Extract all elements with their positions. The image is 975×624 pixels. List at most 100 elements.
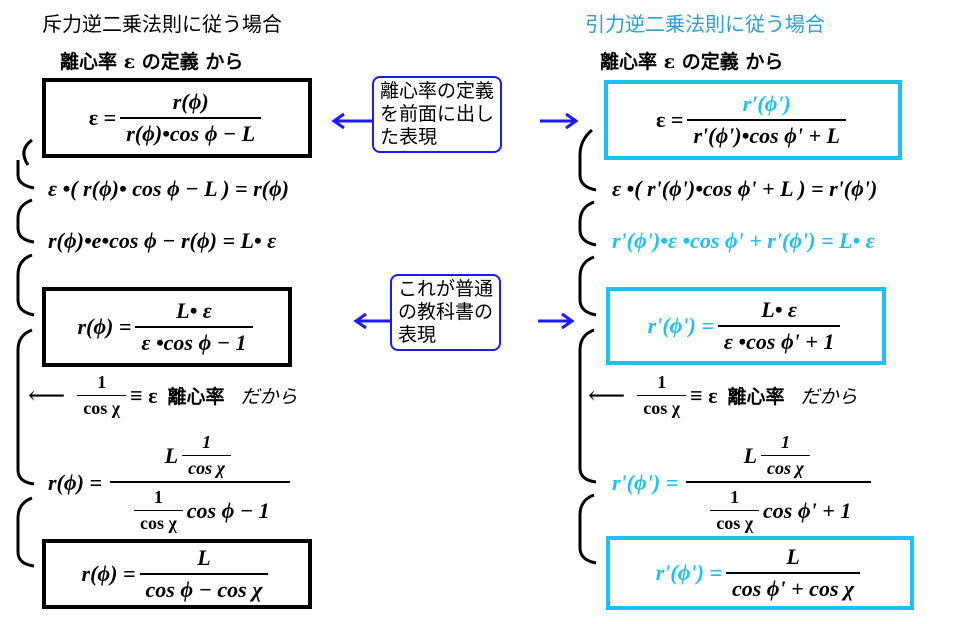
sub-fraction: 1 cos χ xyxy=(182,432,231,479)
equiv-text: ≡ ε xyxy=(690,382,718,408)
flow-arrow-r3 xyxy=(578,255,597,317)
reason-fraction: 1 cos χ xyxy=(637,372,687,419)
L: L xyxy=(164,442,179,468)
den-text: cos ϕ' + 1 xyxy=(763,497,852,523)
reason-kanji: 離心率 xyxy=(727,386,785,408)
note-arrow-right-2 xyxy=(538,312,575,330)
denominator: r'(ϕ')•cos ϕ' + L xyxy=(687,119,846,149)
note-definition-front: 離心率の定義 を前面に出し た表現 xyxy=(372,76,503,153)
right-eq-step2: ε •( r'(ϕ')•cos ϕ' + L ) = r'(ϕ') xyxy=(612,176,877,202)
flow-arrow-2 xyxy=(16,198,35,244)
numerator: L xyxy=(197,545,211,570)
fraction: r'(ϕ') r'(ϕ')•cos ϕ' + L xyxy=(687,91,846,149)
numerator: 1 xyxy=(657,372,667,392)
numerator: L 1 cos χ xyxy=(159,432,241,481)
right-eq-substituted: r'(ϕ') = L 1 cos χ 1 cos χ cos ϕ' + 1 xyxy=(612,432,875,534)
n: 1 xyxy=(730,487,740,507)
fraction: L 1 cos χ 1 cos χ cos ϕ' + 1 xyxy=(686,432,872,534)
reason-kanji: 離心率 xyxy=(167,386,225,408)
fraction: L cos ϕ − cos χ xyxy=(139,545,269,603)
numerator: 1 xyxy=(97,372,107,392)
denominator: cos ϕ − cos χ xyxy=(139,573,269,603)
flow-arrow-1 xyxy=(16,138,35,190)
denominator: cos χ xyxy=(77,395,127,419)
d: cos χ xyxy=(182,455,231,479)
lhs: r'(ϕ') = xyxy=(612,470,679,495)
left-eq-step2: ε •( r(ϕ)• cos ϕ − L ) = r(ϕ) xyxy=(48,176,289,202)
d: cos χ xyxy=(710,510,760,534)
flow-arrow-r4 xyxy=(578,328,597,484)
reason-tail: だから xyxy=(800,386,858,408)
lhs: r'(ϕ') = xyxy=(647,313,714,338)
note-arrow-right-1 xyxy=(540,112,579,130)
flow-arrow-5 xyxy=(16,496,35,568)
denominator: cos ϕ' + cos χ xyxy=(725,572,861,602)
equiv-text: ≡ ε xyxy=(130,382,158,408)
reason-tail: だから xyxy=(240,386,298,408)
numerator: L• ε xyxy=(761,297,797,322)
note-arrow-left-1 xyxy=(331,112,372,130)
right-subtitle: 離心率 ε の定義 から xyxy=(600,51,784,73)
fraction: L cos ϕ' + cos χ xyxy=(725,544,861,602)
right-title: 引力逆二乗法則に従う場合 xyxy=(585,12,825,36)
reason-fraction: 1 cos χ xyxy=(77,372,127,419)
fraction: L• ε ε •cos ϕ' + 1 xyxy=(717,297,841,355)
right-eq-final: r'(ϕ') = L cos ϕ' + cos χ xyxy=(606,536,914,610)
right-eq-textbook: r'(ϕ') = L• ε ε •cos ϕ' + 1 xyxy=(606,287,886,365)
flow-arrow-3 xyxy=(16,253,35,317)
numerator: L xyxy=(786,544,800,569)
d: cos χ xyxy=(761,455,810,479)
denominator: ε •cos ϕ' + 1 xyxy=(717,325,841,355)
fraction: L• ε ε •cos ϕ − 1 xyxy=(135,298,253,356)
lhs: r(ϕ) = xyxy=(81,561,136,586)
left-subtitle: 離心率 ε の定義 から xyxy=(60,51,244,73)
fraction: r(ϕ) r(ϕ)•cos ϕ − L xyxy=(120,89,262,147)
denominator: r(ϕ)•cos ϕ − L xyxy=(120,117,262,147)
arrow-left-icon: ⟵ xyxy=(588,380,626,411)
right-reason: ⟵ 1 cos χ ≡ ε 離心率 だから xyxy=(588,372,858,419)
lhs: r(ϕ) = xyxy=(48,470,102,495)
sub-fraction: 1 cos χ xyxy=(710,487,760,534)
right-eq-step3: r'(ϕ')•ε •cos ϕ' + r'(ϕ') = L• ε xyxy=(612,228,875,254)
denominator: 1 cos χ cos ϕ' + 1 xyxy=(686,481,872,534)
left-eq-textbook: r(ϕ) = L• ε ε •cos ϕ − 1 xyxy=(42,287,292,367)
d: cos χ xyxy=(133,510,183,534)
den-text: cos ϕ − 1 xyxy=(186,497,270,523)
n: 1 xyxy=(202,432,212,452)
numerator: r(ϕ) xyxy=(172,89,209,114)
equation-text: ε •( r'(ϕ')•cos ϕ' + L ) = r'(ϕ') xyxy=(612,176,878,201)
flow-arrow-r2 xyxy=(578,200,597,247)
numerator: L• ε xyxy=(176,298,212,323)
left-eq-final: r(ϕ) = L cos ϕ − cos χ xyxy=(42,539,312,609)
note-textbook: これが普通 の教科書の 表現 xyxy=(390,274,502,351)
arrow-left-icon: ⟵ xyxy=(28,380,66,411)
equation-text: r'(ϕ')•ε •cos ϕ' + r'(ϕ') = L• ε xyxy=(612,228,875,253)
left-reason: ⟵ 1 cos χ ≡ ε 離心率 だから xyxy=(28,372,298,419)
left-eq-definition: ε = r(ϕ) r(ϕ)•cos ϕ − L xyxy=(42,78,312,158)
note-arrow-left-2 xyxy=(353,312,390,330)
lhs: r'(ϕ') = xyxy=(655,560,722,585)
lhs: r(ϕ) = xyxy=(77,314,132,339)
flow-arrow-4 xyxy=(16,328,35,486)
denominator: cos χ xyxy=(637,395,687,419)
left-title: 斥力逆二乗法則に従う場合 xyxy=(42,12,282,36)
denominator: ε •cos ϕ − 1 xyxy=(135,326,253,356)
right-eq-definition: ε = r'(ϕ') r'(ϕ')•cos ϕ' + L xyxy=(604,80,902,160)
flow-arrow-r5 xyxy=(578,493,597,565)
numerator: r'(ϕ') xyxy=(742,91,791,116)
equation-text: r(ϕ)•e•cos ϕ − r(ϕ) = L• ε xyxy=(48,228,277,253)
L: L xyxy=(743,442,758,468)
equation-text: ε •( r(ϕ)• cos ϕ − L ) = r(ϕ) xyxy=(48,176,290,201)
left-eq-step3: r(ϕ)•e•cos ϕ − r(ϕ) = L• ε xyxy=(48,228,276,254)
sub-fraction: 1 cos χ xyxy=(761,432,810,479)
n: 1 xyxy=(780,432,790,452)
lhs: ε = xyxy=(656,107,684,132)
numerator: L 1 cos χ xyxy=(738,432,820,481)
lhs: ε = xyxy=(88,105,117,130)
flow-arrow-r1 xyxy=(578,128,597,192)
